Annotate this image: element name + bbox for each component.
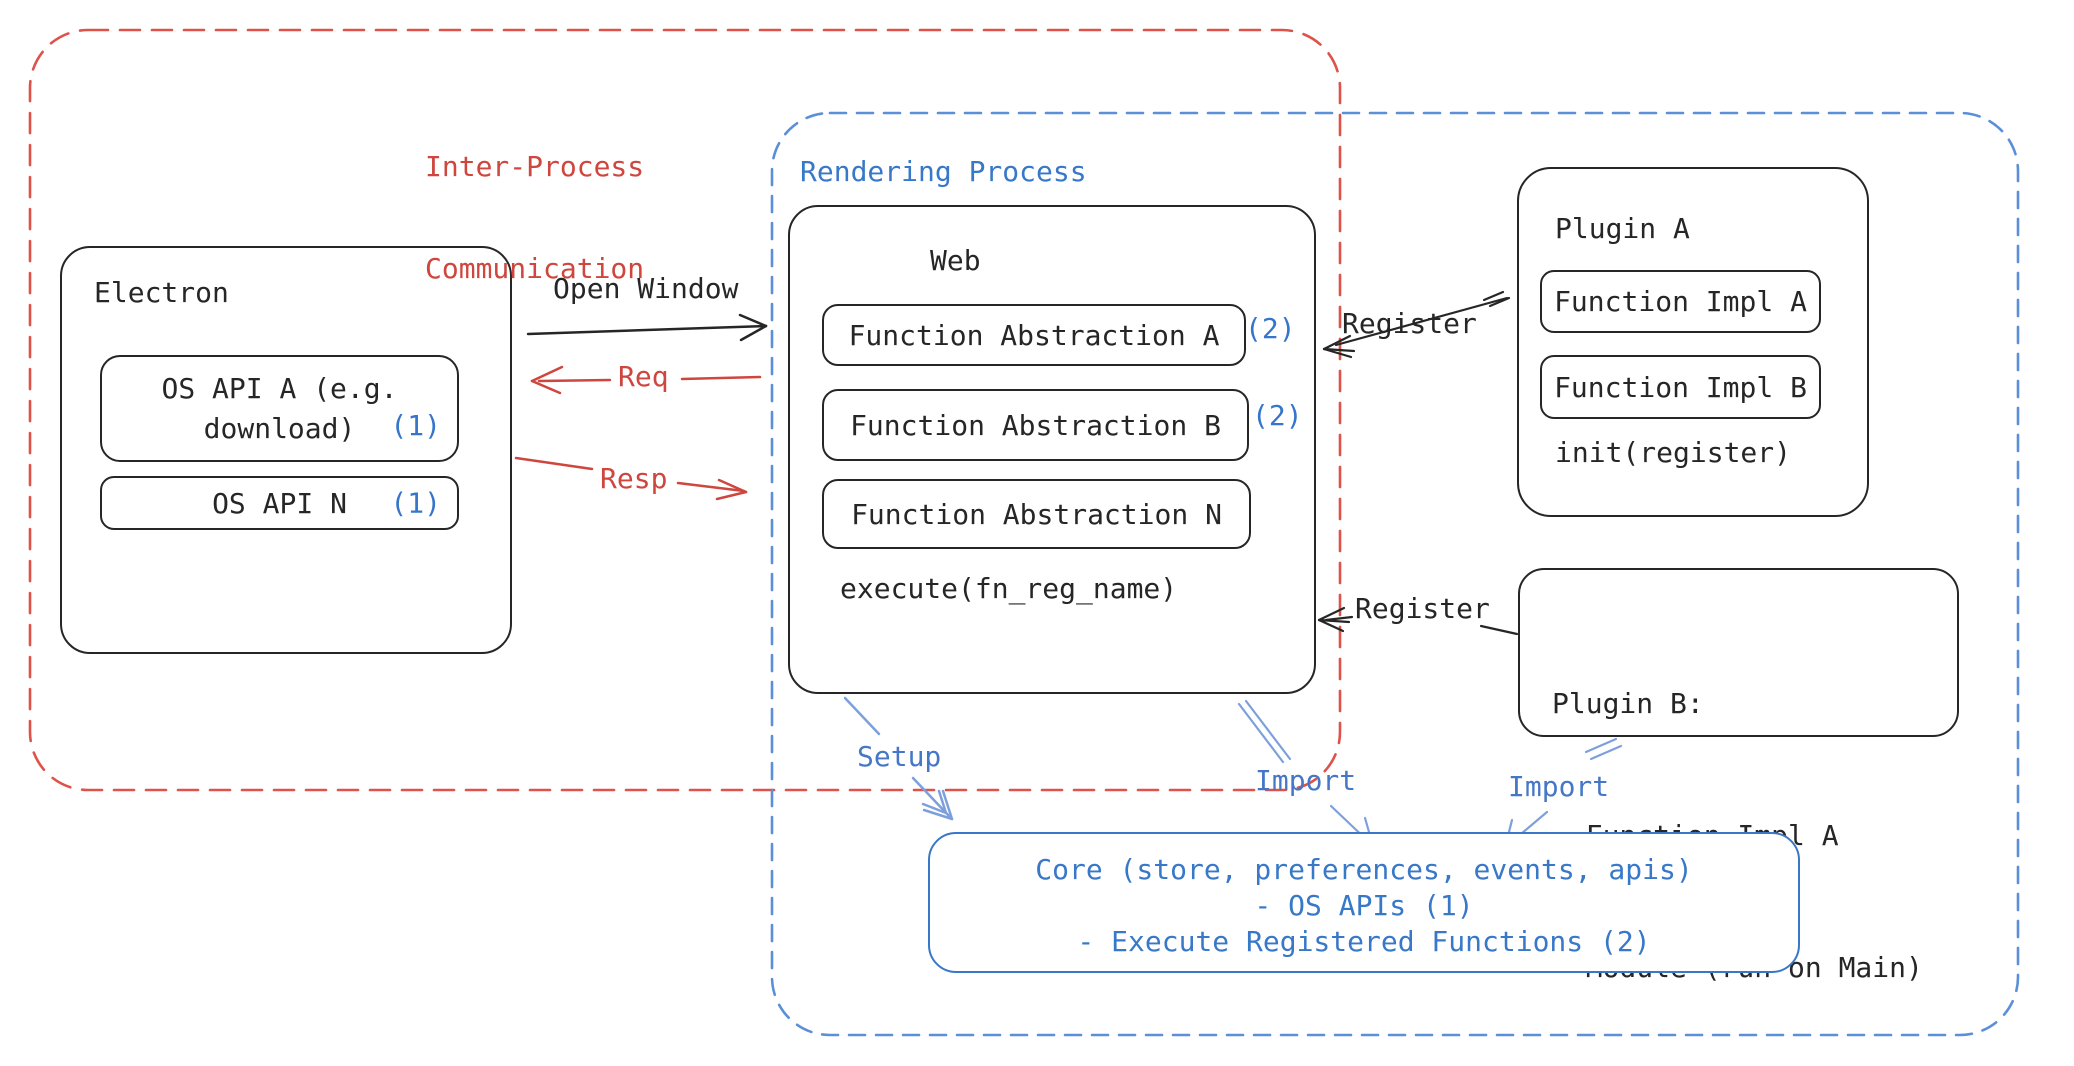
open-window-arrow: [526, 313, 768, 342]
plugin-a-box: Plugin A Function Impl A Function Impl B…: [1517, 167, 1869, 517]
os-api-n-ref: (1): [390, 486, 441, 520]
function-abstraction-b-label: Function Abstraction B: [850, 408, 1221, 442]
function-impl-a-label: Function Impl A: [1554, 285, 1807, 318]
function-abstraction-n-box: Function Abstraction N: [822, 479, 1251, 549]
req-label: Req: [618, 360, 669, 393]
function-impl-b-label: Function Impl B: [1554, 370, 1807, 404]
rendering-process-label: Rendering Process: [800, 155, 1087, 188]
register-bottom-arrow: [1317, 606, 1519, 636]
setup-label: Setup: [857, 740, 942, 773]
register-top-arrow: [1322, 290, 1511, 359]
function-abstraction-a-label: Function Abstraction A: [848, 318, 1220, 352]
setup-arrow: [843, 696, 954, 821]
os-api-a-line1: OS API A (e.g.: [161, 371, 398, 405]
web-box: Web Function Abstraction A (2) Function …: [788, 205, 1316, 694]
rendering-dashed-region: [770, 111, 2020, 1037]
open-window-label: Open Window: [553, 272, 739, 305]
ipc-dashed-region: [28, 28, 1342, 792]
req-arrow: [530, 365, 762, 395]
ipc-region-label: Inter-Process Communication: [425, 82, 644, 354]
import-mid-label: Import: [1255, 764, 1357, 797]
function-abstraction-a-box: Function Abstraction A: [822, 304, 1246, 366]
resp-label: Resp: [600, 462, 668, 495]
os-api-n-box: OS API N (1): [100, 476, 459, 530]
core-line2: - OS APIs (1): [1254, 889, 1474, 922]
init-register-label: init(register): [1555, 436, 1792, 469]
plugin-b-line1: Plugin B:: [1552, 687, 1704, 720]
execute-label: execute(fn_reg_name): [840, 572, 1178, 605]
function-abstraction-a-ref: (2): [1245, 312, 1296, 345]
resp-arrow: [514, 456, 748, 501]
os-api-a-line2: download): [203, 411, 356, 445]
web-title: Web: [930, 244, 981, 277]
function-abstraction-b-ref: (2): [1252, 399, 1303, 432]
plugin-a-title: Plugin A: [1555, 212, 1690, 245]
electron-box: Electron OS API A (e.g. download) (1) OS…: [60, 246, 512, 654]
function-abstraction-n-label: Function Abstraction N: [851, 497, 1222, 531]
register-top-label: Register: [1342, 307, 1477, 340]
function-impl-a-box: Function Impl A: [1540, 270, 1821, 333]
core-line1: Core (store, preferences, events, apis): [1035, 853, 1693, 886]
import-right-label: Import: [1508, 770, 1610, 803]
os-api-a-ref: (1): [390, 409, 441, 442]
plugin-b-text: Plugin B: - Function Impl A - Module (ru…: [1552, 594, 1923, 1066]
os-api-a-box: OS API A (e.g. download) (1): [100, 355, 459, 462]
core-line3: - Execute Registered Functions (2): [1077, 925, 1651, 958]
ipc-label-line2: Communication: [425, 252, 645, 285]
os-api-n-label: OS API N: [212, 486, 347, 520]
register-bottom-label: Register: [1355, 592, 1490, 625]
function-impl-b-box: Function Impl B: [1540, 355, 1821, 419]
electron-title: Electron: [94, 276, 229, 309]
plugin-b-box: Plugin B: - Function Impl A - Module (ru…: [1518, 568, 1959, 984]
function-abstraction-b-box: Function Abstraction B: [822, 389, 1249, 461]
core-box: Core (store, preferences, events, apis) …: [928, 832, 1800, 973]
ipc-label-line1: Inter-Process: [425, 150, 645, 183]
